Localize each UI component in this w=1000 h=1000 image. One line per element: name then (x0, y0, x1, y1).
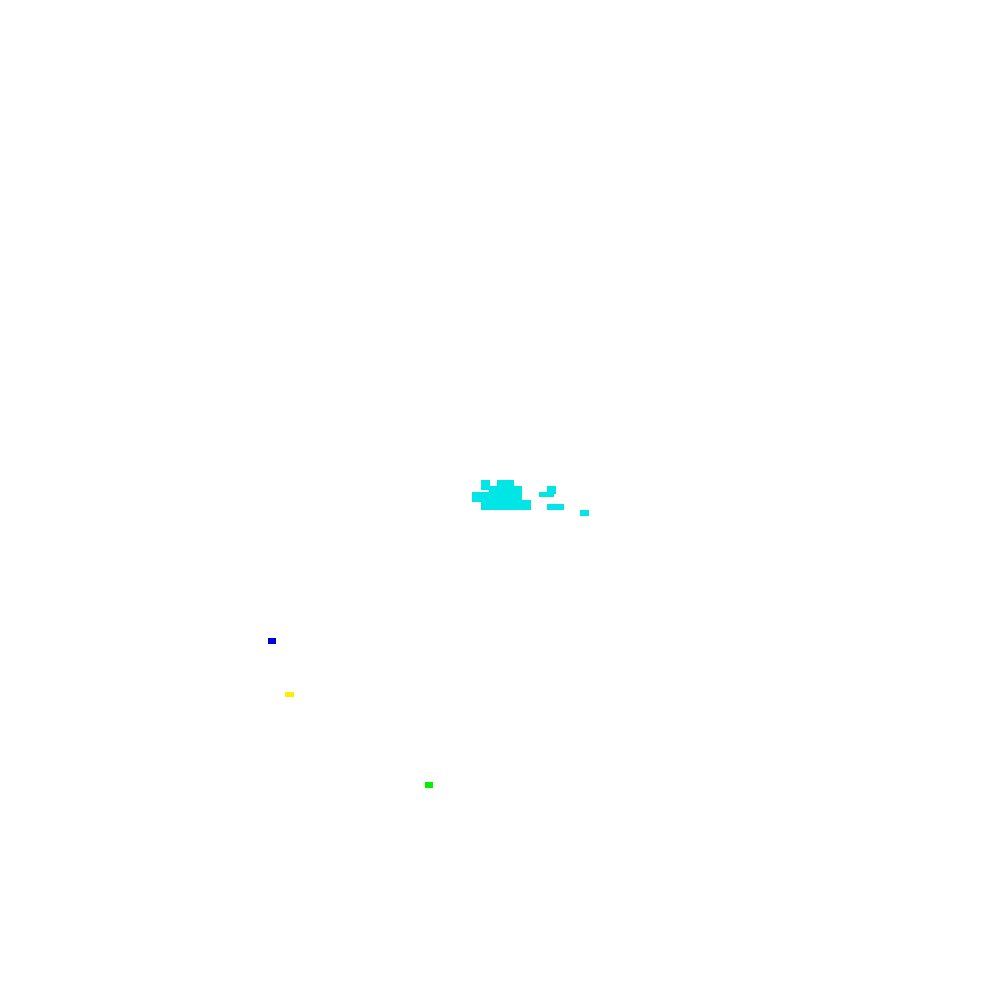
cyan-pixel-block (539, 492, 554, 497)
cyan-pixel-block (472, 492, 522, 502)
blue-marker (268, 638, 276, 644)
cyan-pixel-block (497, 480, 514, 488)
cyan-pixel-block (489, 486, 522, 494)
cyan-pixel-block (481, 480, 490, 490)
cyan-pixel-block (481, 500, 531, 510)
yellow-marker (285, 692, 294, 697)
cyan-pixel-block (580, 510, 589, 516)
cyan-pixel-block (547, 486, 556, 494)
cyan-pixel-block (547, 504, 564, 510)
green-marker (425, 782, 433, 788)
